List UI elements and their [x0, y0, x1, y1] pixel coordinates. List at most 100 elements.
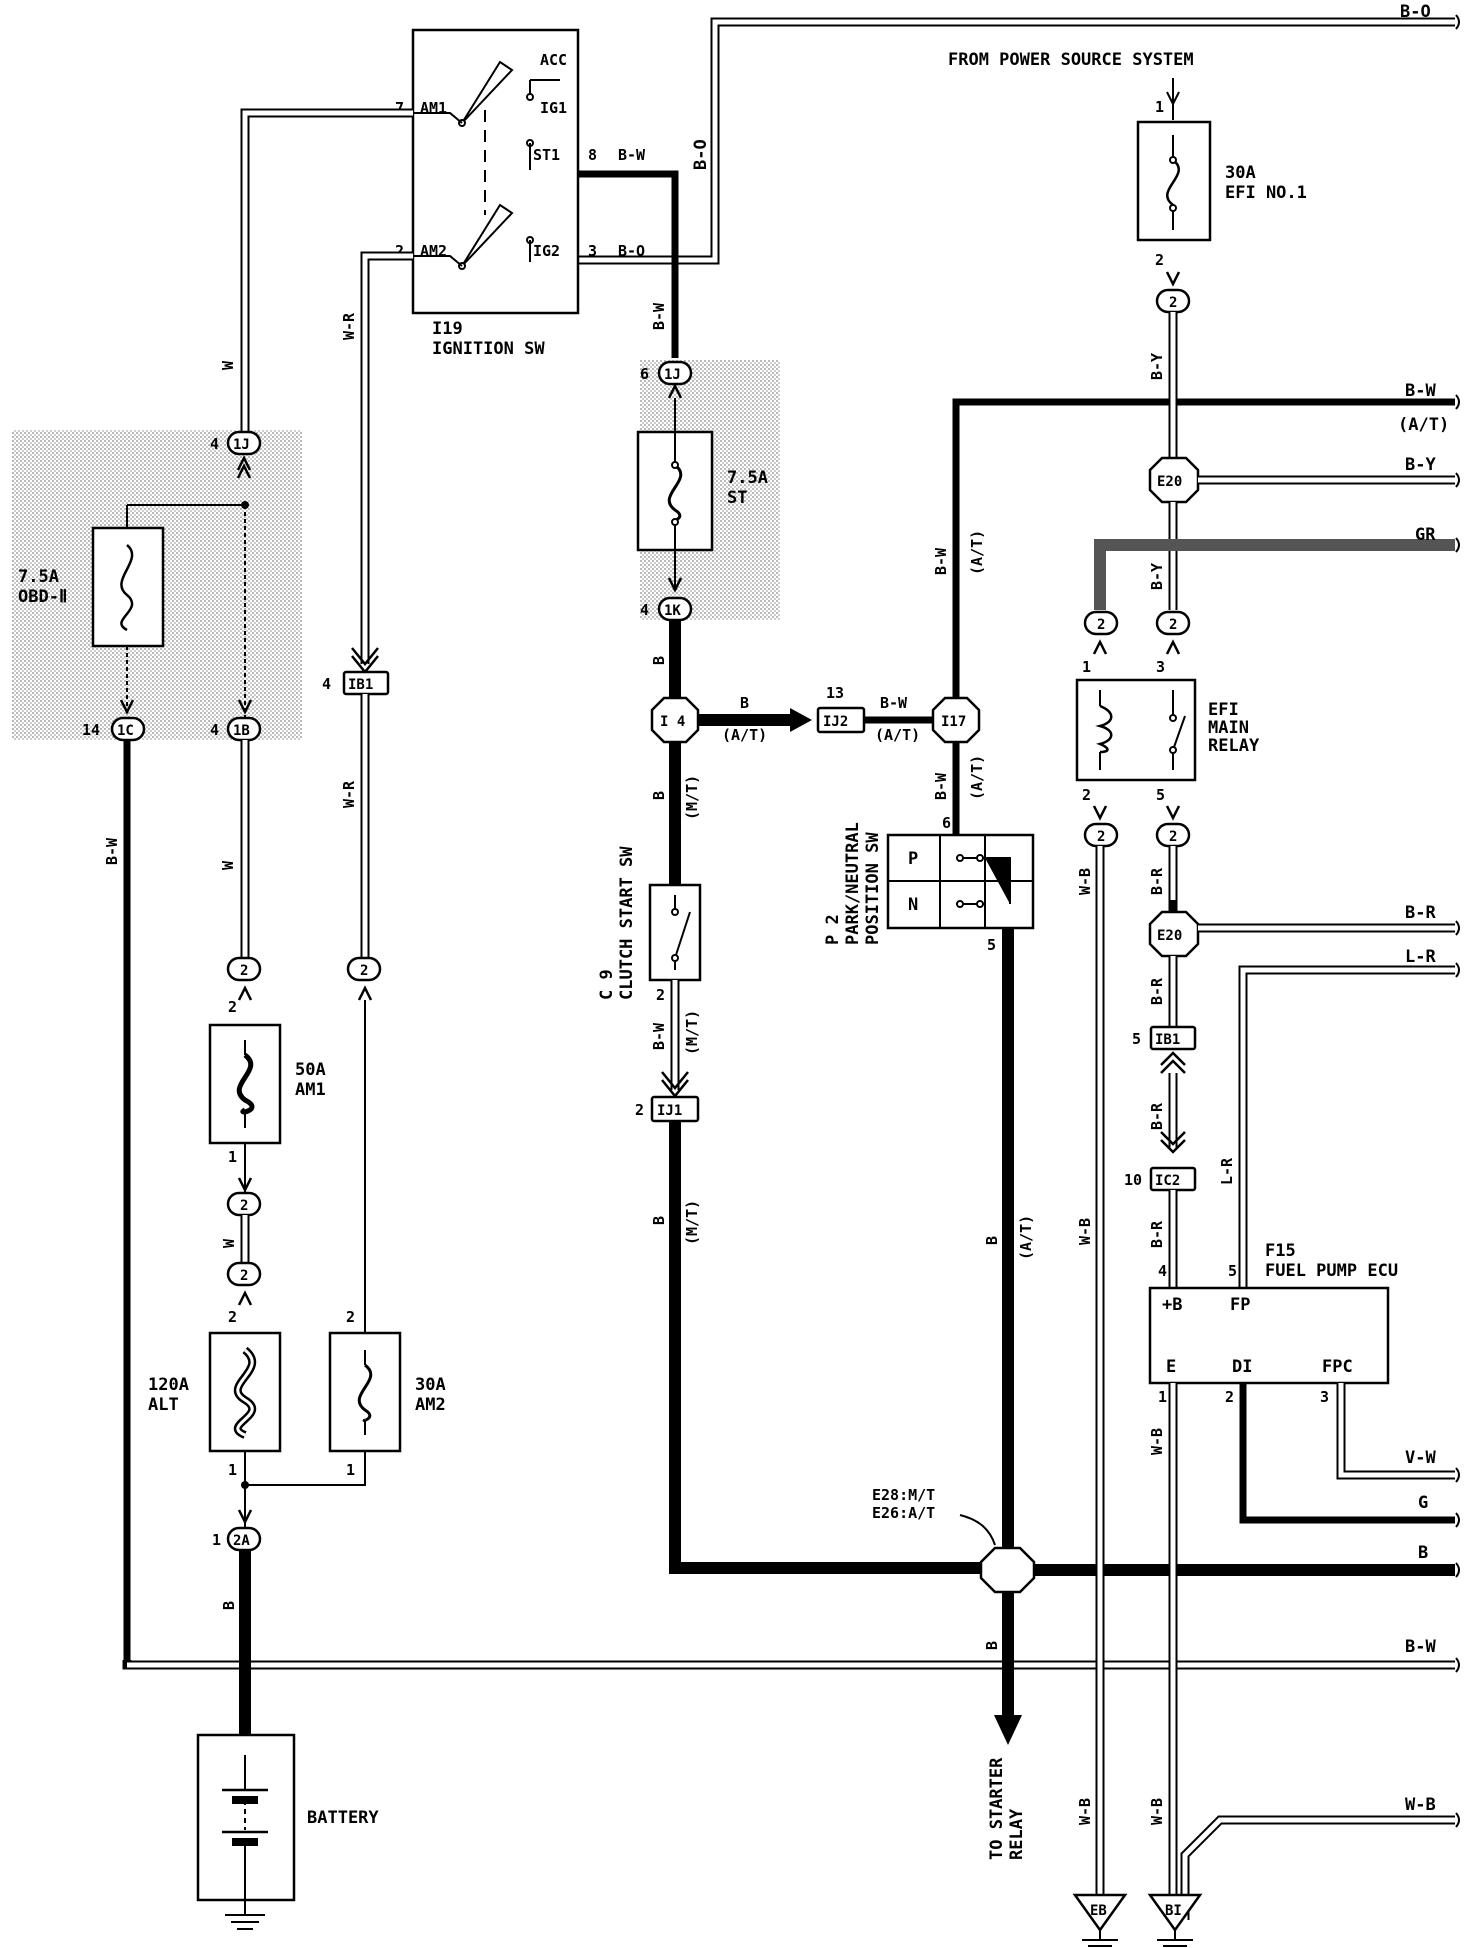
pin-pn-5: 5: [987, 936, 996, 954]
wire-w-r-am2: [360, 251, 413, 664]
ground-note-1: E28:M/T: [872, 1486, 935, 1504]
svg-text:2: 2: [1097, 829, 1105, 845]
wire-label-bw-clutch: B-W: [650, 1022, 668, 1050]
pin-pn-6: 6: [942, 814, 951, 832]
wire-label-wb-right: W-B: [1405, 1795, 1436, 1815]
wire-label-br-3: B-R: [1148, 1102, 1166, 1130]
svg-text:1B: 1B: [233, 723, 250, 739]
connector-2-mid2: 2: [226, 1261, 262, 1287]
pin-ib1-left-4: 4: [322, 675, 331, 693]
efi-relay-label-1: EFI: [1208, 700, 1239, 720]
pin-2a-1: 1: [212, 1531, 221, 1549]
wire-label-at-ij2: (A/T): [875, 726, 920, 744]
connector-2-relay3: 2: [1155, 610, 1191, 636]
pin-1j-4: 4: [210, 435, 219, 453]
wire-label-bw-st: B-W: [650, 302, 668, 330]
pin-1j-st-6: 6: [640, 365, 649, 383]
efi-main-relay: [1075, 678, 1197, 782]
fuse-st-rating: 7.5A: [727, 468, 768, 488]
starter-label-2: RELAY: [1007, 1808, 1027, 1860]
ecu-t-b: +B: [1162, 1295, 1182, 1315]
connector-1j-left: 1J: [226, 430, 262, 456]
wire-label-b-o-vert: B-O: [691, 139, 711, 170]
connector-1c: 1C: [110, 716, 146, 742]
pin-ij2-13: 13: [826, 684, 844, 702]
efi-relay-label-2: MAIN: [1208, 718, 1249, 738]
wire-label-bw-bottom: B-W: [1405, 1637, 1436, 1657]
pin-ecu-3: 3: [1320, 1388, 1329, 1406]
junction-i4: [650, 696, 700, 744]
pin-ij1-2: 2: [635, 1101, 644, 1119]
svg-text:2: 2: [240, 963, 248, 979]
junction-i17: [931, 696, 981, 744]
connector-ib1-right-label: IB1: [1155, 1032, 1180, 1048]
pin-ecu-1: 1: [1158, 1388, 1167, 1406]
connector-ib1-left-label: IB1: [348, 677, 373, 693]
wire-label-br-4: B-R: [1148, 1220, 1166, 1248]
wire-label-br-right: B-R: [1405, 903, 1436, 923]
wire-w-am1: [240, 108, 413, 440]
svg-text:2: 2: [1169, 617, 1177, 633]
pin-ic2-10: 10: [1124, 1171, 1142, 1189]
pn-name1: PARK/NEUTRAL: [843, 822, 863, 945]
ig-ig1-label: IG1: [540, 99, 567, 117]
wire-label-lr-vert: L-R: [1218, 1157, 1236, 1185]
ignition-name: IGNITION SW: [432, 339, 545, 359]
ground-eb-icon: [1082, 1930, 1118, 1947]
ecu-t-fpc: FPC: [1322, 1357, 1353, 1377]
ecu-t-di: DI: [1232, 1357, 1252, 1377]
wire-label-by-2: B-Y: [1148, 563, 1166, 590]
wire-end-marks: [1455, 14, 1460, 1828]
svg-text:1J: 1J: [664, 367, 681, 383]
wire-label-br-1: B-R: [1148, 867, 1166, 895]
wire-g: [1239, 1383, 1455, 1524]
fuse-am2-name: AM2: [415, 1395, 446, 1415]
ig-am1-label: AM1: [420, 99, 447, 117]
fuse-am2-rating: 30A: [415, 1375, 446, 1395]
pin-am2-fuse-1: 1: [346, 1461, 355, 1479]
ecu-code: F15: [1265, 1241, 1296, 1261]
wire-label-gr: GR: [1415, 525, 1436, 545]
ig-am2-label: AM2: [420, 242, 447, 260]
fuse-obd-rating: 7.5A: [18, 567, 59, 587]
connector-2-relay5: 2: [1155, 822, 1191, 848]
connector-ij1-label: IJ1: [657, 1103, 682, 1119]
pin-alt-1: 1: [228, 1461, 237, 1479]
fuse-st-name: ST: [727, 488, 747, 508]
wire-label-mt-2: (M/T): [683, 1010, 701, 1055]
pin-relay-1: 1: [1082, 658, 1091, 676]
wire-label-b-1k: B: [650, 656, 668, 665]
wire-label-wb-2: W-B: [1076, 1218, 1094, 1245]
svg-text:1K: 1K: [664, 603, 681, 619]
wire-label-at-pn2: (A/T): [1017, 1215, 1035, 1260]
wire-label-wb-3: W-B: [1076, 1798, 1094, 1825]
top-label: FROM POWER SOURCE SYSTEM: [948, 50, 1194, 70]
connector-2-wr: 2: [346, 956, 382, 982]
junction-e20-lower: [1148, 910, 1200, 958]
ground-bi: [1147, 1893, 1203, 1933]
wire-label-mt-3: (M/T): [683, 1200, 701, 1245]
connector-2-relay1: 2: [1083, 610, 1119, 636]
ground-eb: [1072, 1893, 1128, 1933]
svg-text:2: 2: [1097, 617, 1105, 633]
connector-2-efi: 2: [1155, 288, 1191, 314]
svg-text:1C: 1C: [117, 723, 134, 739]
svg-text:2: 2: [240, 1198, 248, 1214]
wire-label-bw-i17: B-W: [932, 547, 950, 575]
wire-label-ig2-bo: B-O: [618, 242, 645, 260]
wire-bw-i17-top: [952, 398, 1455, 698]
wire-label-by-right: B-Y: [1405, 455, 1436, 475]
ground-junction-e28-e26: [979, 1546, 1036, 1594]
fuse-alt-rating: 120A: [148, 1375, 189, 1395]
wire-label-wb-4: W-B: [1148, 1428, 1166, 1455]
connector-1j-st: 1J: [657, 360, 693, 386]
wire-label-st1-bw: B-W: [618, 146, 646, 164]
pin-relay-5: 5: [1156, 786, 1165, 804]
fuse-obd-name: OBD-Ⅱ: [18, 587, 67, 607]
pn-p-label: P: [908, 849, 918, 869]
wire-label-wr-1: W-R: [340, 312, 358, 340]
wire-label-w-3: W: [220, 1238, 238, 1248]
wire-b-mt-ground: [669, 1121, 985, 1574]
wire-b-w-st1: [578, 170, 679, 358]
